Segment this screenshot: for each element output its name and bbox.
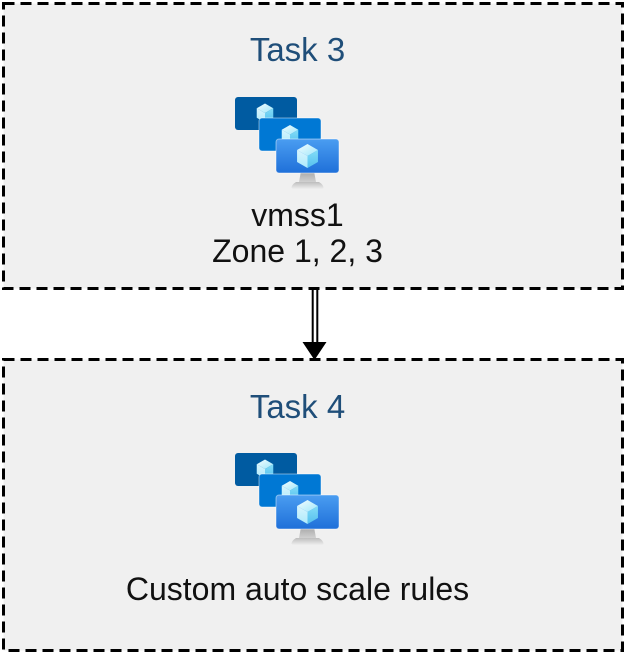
task4-label: Custom auto scale rules [125,571,470,607]
task3-box: Task 3 vmss1 Zone 1, 2, 3 [2,2,624,290]
task3-label-name: vmss1 [251,197,344,233]
task3-box-content: Task 3 vmss1 Zone 1, 2, 3 [2,2,593,269]
task4-box-content: Task 4 Custom auto scale rules [2,358,593,607]
task3-title: Task 3 [249,31,346,68]
vm-scale-sets-icon [235,453,340,545]
task4-title: Task 4 [249,388,346,425]
vm-scale-sets-icon [235,97,340,189]
connector-arrow [302,289,327,360]
task3-label-zones: Zone 1, 2, 3 [212,233,383,269]
task4-box: Task 4 Custom auto scale rules [2,358,624,652]
